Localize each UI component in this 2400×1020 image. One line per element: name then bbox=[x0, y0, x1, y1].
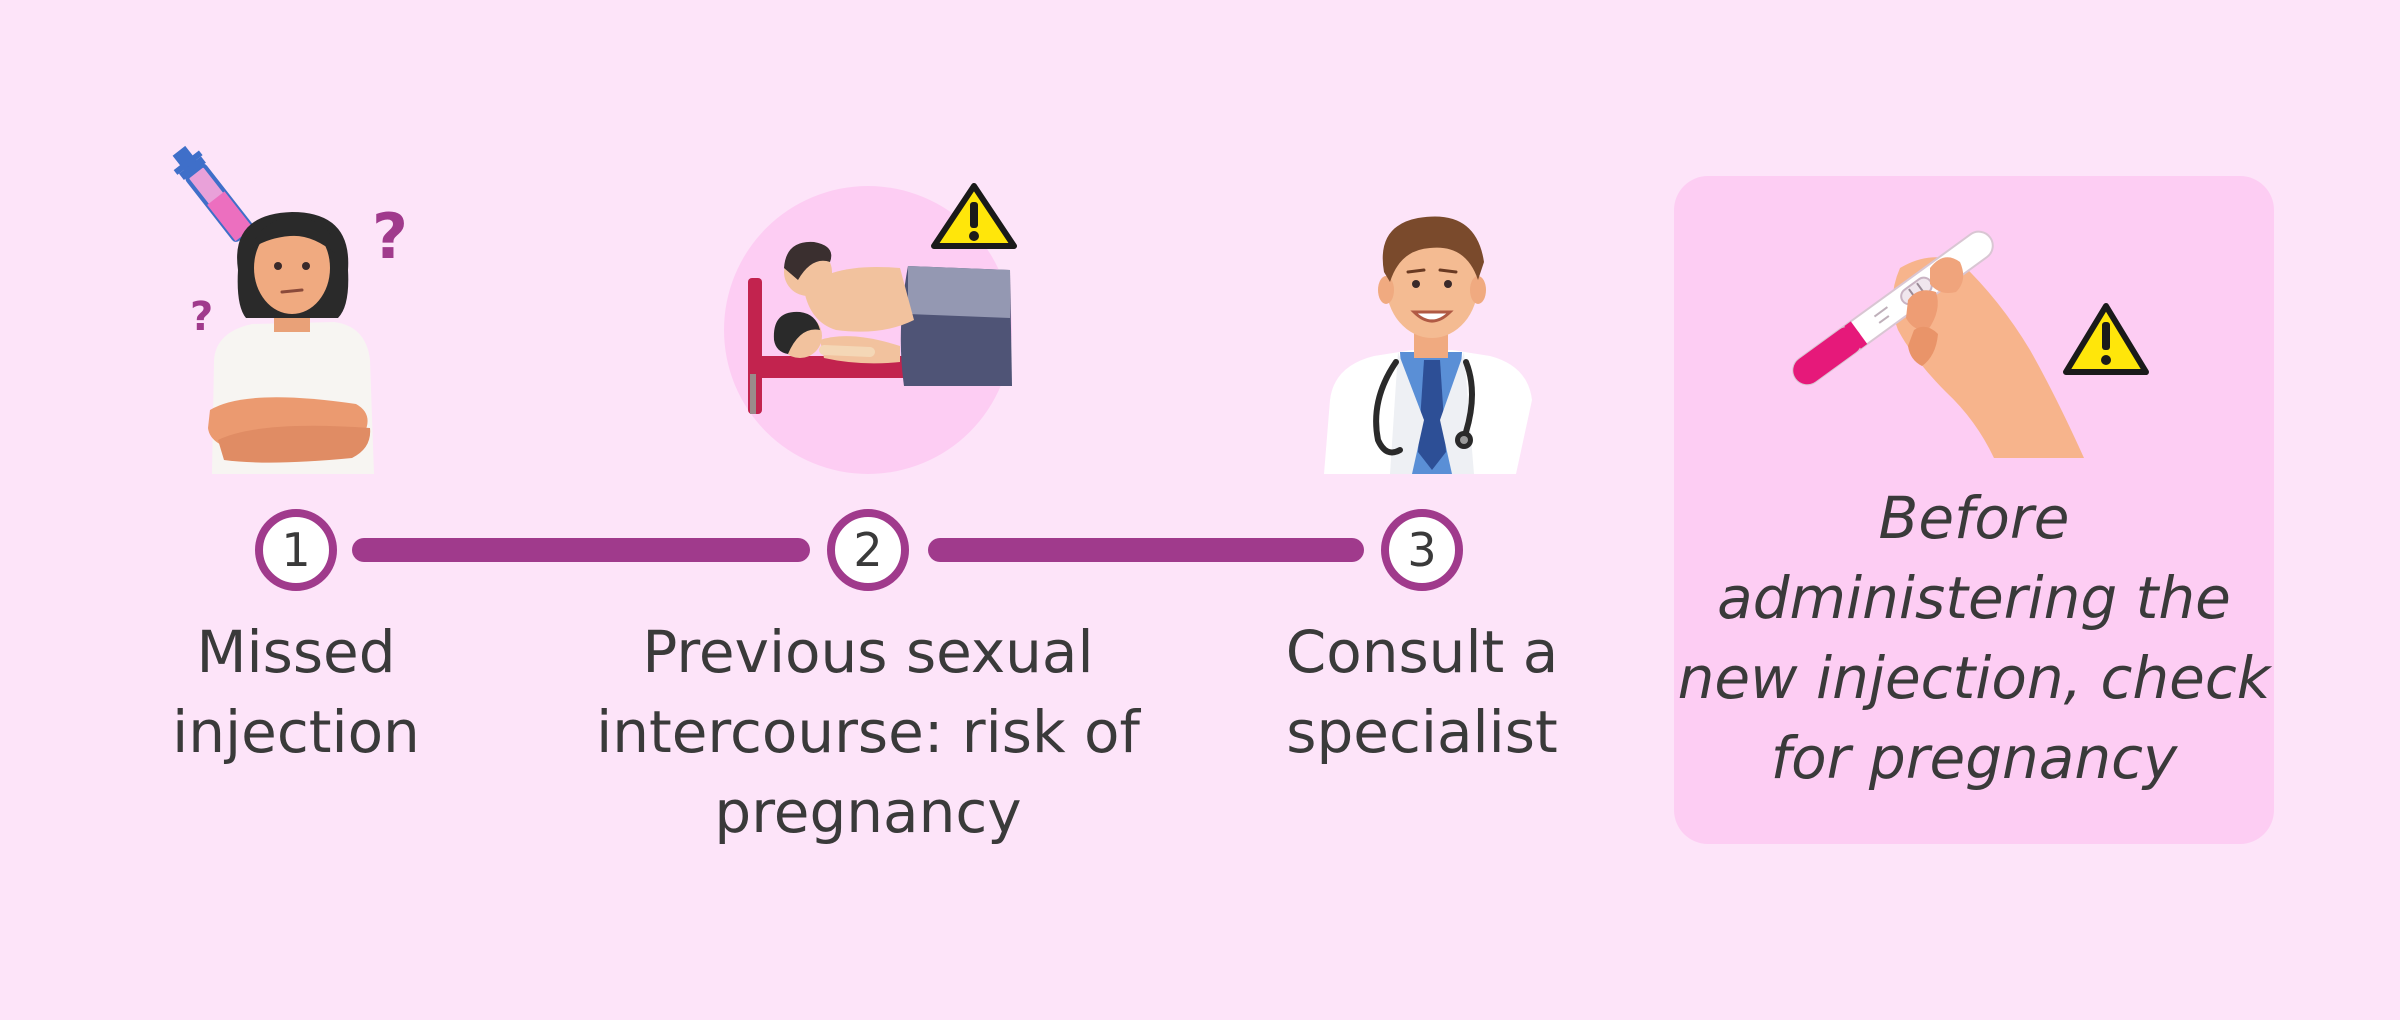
svg-text:?: ? bbox=[372, 200, 408, 273]
confused-woman-syringe-icon: ? ? bbox=[172, 145, 408, 474]
pregnancy-test-warning-icon bbox=[1792, 230, 2149, 458]
step-1-number: 1 bbox=[255, 509, 337, 591]
connector-2-3 bbox=[928, 538, 1364, 562]
couple-in-bed-warning-icon bbox=[724, 183, 1017, 474]
step-2-number: 2 bbox=[827, 509, 909, 591]
recommendation-text: Before administering the new injection, … bbox=[1677, 484, 2271, 792]
step-2-label: Previous sexual intercourse: risk of pre… bbox=[596, 618, 1140, 846]
step-1-label: Missed injection bbox=[172, 618, 420, 766]
doctor-icon bbox=[1324, 216, 1532, 474]
step-3-label: Consult a specialist bbox=[1285, 618, 1559, 766]
step-3-number: 3 bbox=[1381, 509, 1463, 591]
svg-text:?: ? bbox=[190, 294, 213, 340]
connector-1-2 bbox=[352, 538, 810, 562]
